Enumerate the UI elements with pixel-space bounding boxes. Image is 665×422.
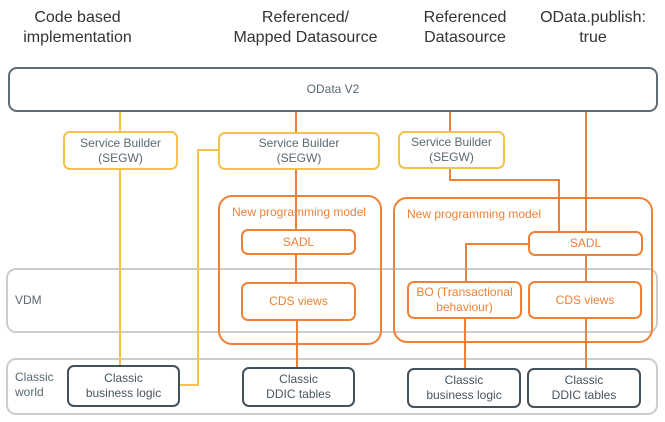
connector-sadl2-bo-horizontal: [465, 243, 529, 245]
classic-ddic-tables-box-1: Classic DDIC tables: [242, 367, 355, 407]
service-builder-1: Service Builder (SEGW): [63, 131, 178, 170]
connector-odata-sb1: [119, 112, 121, 132]
connector-sb1-classiclogic1: [119, 170, 121, 366]
connector-bo-classiclogic2: [464, 319, 466, 369]
connector-sadl2-bo-vertical: [465, 243, 467, 282]
classic-ddic-tables-box-2: Classic DDIC tables: [527, 368, 641, 408]
connector-cds2-ddic2: [585, 319, 587, 369]
connector-sadl1-cds1: [295, 255, 297, 283]
vdm-band-label: VDM: [15, 293, 42, 307]
heading-referenced: Referenced Datasource: [423, 9, 507, 46]
connector-sb3-elbow-down: [449, 168, 451, 181]
connector-odata-sb2: [295, 112, 297, 133]
heading-odata-publish: OData.publish: true: [540, 9, 646, 46]
classic-world-band-label: Classic world: [15, 370, 54, 399]
npm-container-1-label: New programming model: [232, 205, 367, 219]
sadl-box-1: SADL: [241, 229, 356, 255]
service-builder-2: Service Builder (SEGW): [218, 132, 380, 170]
npm-container-2: New programming model: [393, 197, 653, 343]
connector-sb3-sadl2: [558, 179, 560, 232]
sadl-box-2: SADL: [528, 231, 643, 256]
heading-code-based: Code based implementation: [23, 9, 132, 46]
classic-business-logic-box-1: Classic business logic: [67, 365, 180, 407]
cds-views-box-2: CDS views: [528, 281, 642, 319]
connector-sb3-elbow-horizontal: [449, 179, 560, 181]
classic-world-band: [6, 358, 658, 415]
vdm-band: [6, 268, 658, 333]
connector-sb2-sadl1: [295, 170, 297, 230]
heading-referenced-mapped: Referenced/ Mapped Datasource: [233, 9, 378, 46]
connector-odata-sb3: [449, 112, 451, 132]
connector-sb2-classiclogic1: [179, 384, 199, 386]
service-builder-3: Service Builder (SEGW): [398, 131, 505, 169]
odata-v2-box: OData V2: [8, 67, 658, 112]
npm-container-1: New programming model: [218, 195, 382, 345]
bo-transactional-box: BO (Transactional behaviour): [407, 281, 522, 319]
cds-views-box-1: CDS views: [241, 282, 356, 321]
classic-business-logic-box-2: Classic business logic: [407, 368, 521, 408]
connector-sb2-elbow-top: [197, 149, 219, 151]
connector-sadl2-cds2: [585, 255, 587, 282]
connector-sb2-elbow-vertical: [197, 149, 199, 386]
connector-odata-sadl2: [585, 112, 587, 232]
npm-container-2-label: New programming model: [407, 207, 542, 221]
